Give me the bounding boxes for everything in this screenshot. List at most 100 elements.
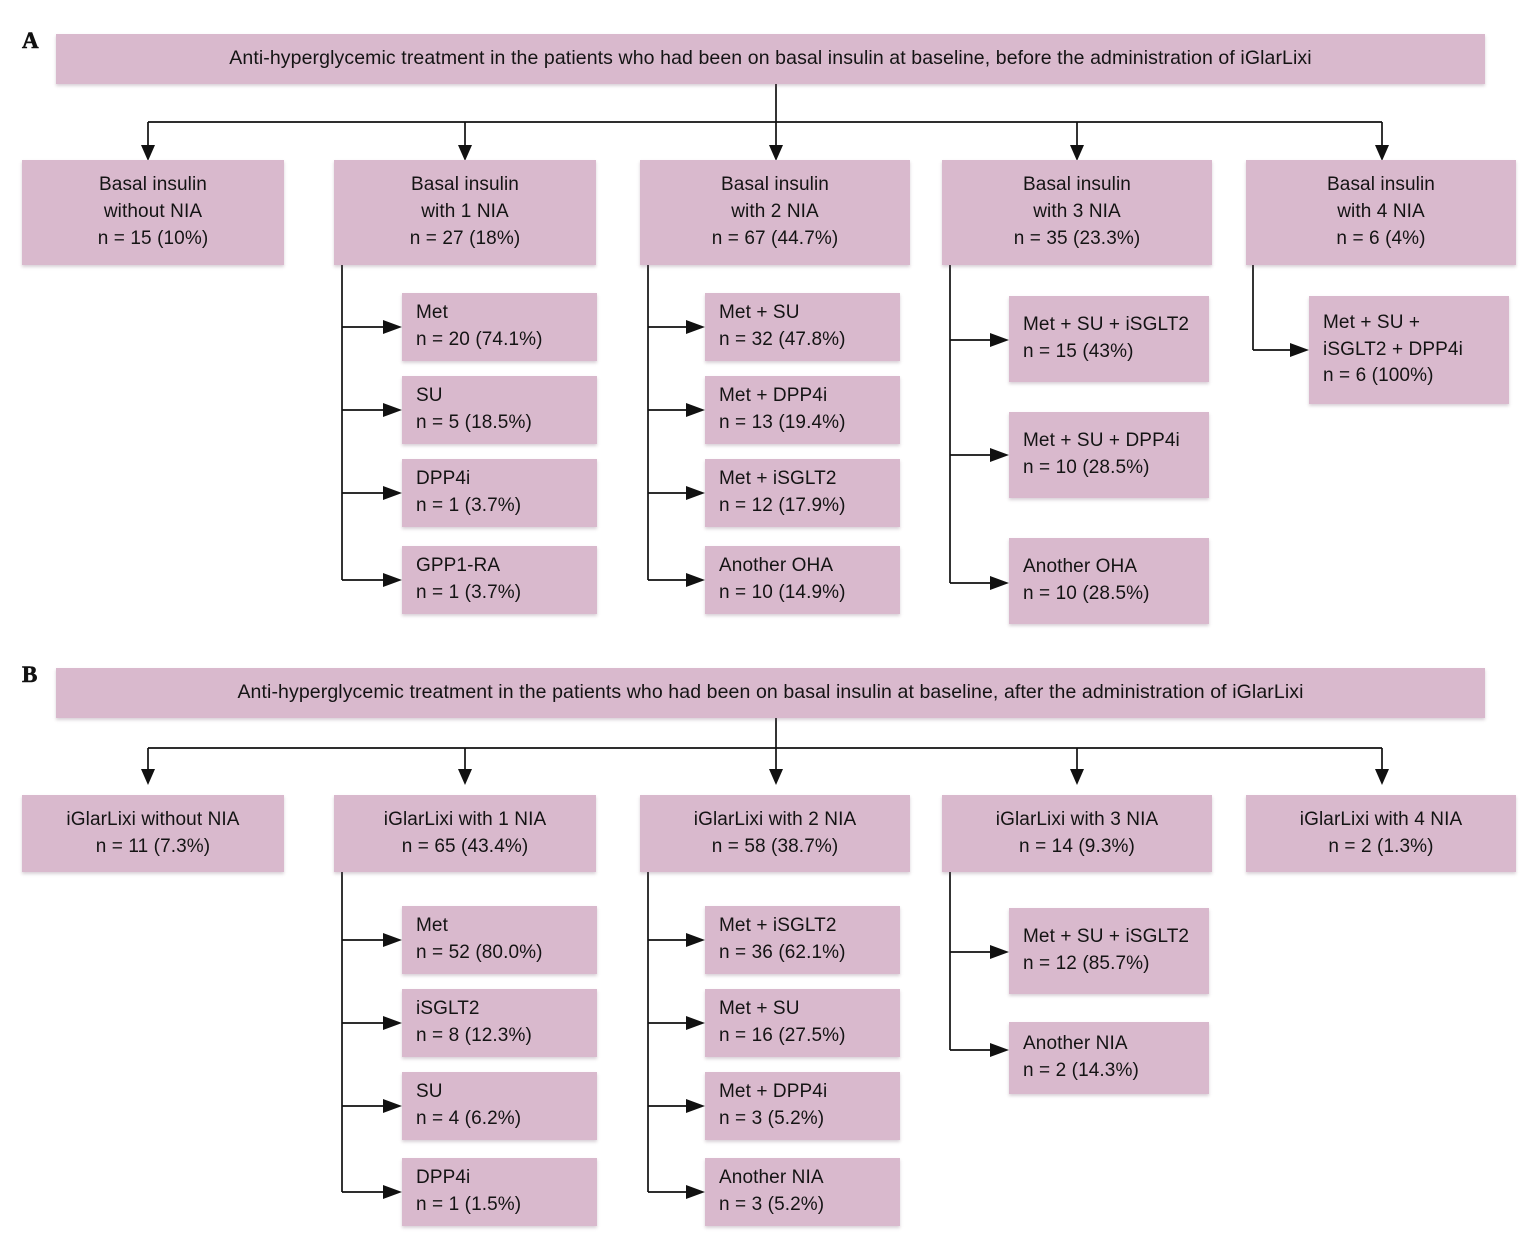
child-value: n = 52 (80.0%) <box>416 942 543 963</box>
panel-a-col-1-box: Basal insulin with 1 NIA n = 27 (18%) <box>334 160 596 265</box>
panel-b-col-1-child-2: SU n = 4 (6.2%) <box>402 1072 597 1140</box>
panel-b-col-2-child-1: Met + SU n = 16 (27.5%) <box>705 989 900 1057</box>
child-value: n = 4 (6.2%) <box>416 1108 522 1129</box>
child-label-2: iSGLT2 + DPP4i <box>1323 338 1463 360</box>
panel-a-col-1-child-0: Met n = 20 (74.1%) <box>402 293 597 361</box>
child-value: n = 10 (14.9%) <box>719 582 846 603</box>
box-line-3: n = 67 (44.7%) <box>711 227 839 249</box>
child-label: Met + SU + <box>1323 311 1421 333</box>
child-value: n = 10 (28.5%) <box>1023 457 1150 478</box>
box-line-1: Basal insulin <box>99 174 207 196</box>
box-line-2: with 4 NIA <box>1337 201 1425 223</box>
panel-a-col-2-child-1: Met + DPP4i n = 13 (19.4%) <box>705 376 900 444</box>
panel-a-col-1-child-3: GPP1-RA n = 1 (3.7%) <box>402 546 597 614</box>
panel-a-col-1-child-1: SU n = 5 (18.5%) <box>402 376 597 444</box>
panel-a-col-3-box: Basal insulin with 3 NIA n = 35 (23.3%) <box>942 160 1212 265</box>
child-label: Met + iSGLT2 <box>719 468 837 490</box>
child-value: n = 5 (18.5%) <box>416 412 532 433</box>
panel-a-col-3-child-2: Another OHA n = 10 (28.5%) <box>1009 538 1209 624</box>
panel-b-header: Anti-hyperglycemic treatment in the pati… <box>56 668 1485 718</box>
panel-b-col-3-box: iGlarLixi with 3 NIA n = 14 (9.3%) <box>942 795 1212 872</box>
panel-a-header: Anti-hyperglycemic treatment in the pati… <box>56 34 1485 84</box>
child-label: Met + iSGLT2 <box>719 915 837 937</box>
box-line-2: n = 14 (9.3%) <box>1019 835 1135 857</box>
panel-b-col-3-child-0: Met + SU + iSGLT2 n = 12 (85.7%) <box>1009 908 1209 994</box>
panel-a-col-0-box: Basal insulin without NIA n = 15 (10%) <box>22 160 284 265</box>
child-label: SU <box>416 1081 443 1103</box>
box-line-2: without NIA <box>103 201 203 223</box>
panel-b-col-1-child-0: Met n = 52 (80.0%) <box>402 906 597 974</box>
child-value: n = 36 (62.1%) <box>719 942 846 963</box>
child-value: n = 6 (100%) <box>1323 365 1434 387</box>
panel-b-col-2-child-0: Met + iSGLT2 n = 36 (62.1%) <box>705 906 900 974</box>
child-label: Another OHA <box>1023 556 1138 578</box>
box-line-2: with 2 NIA <box>731 201 819 223</box>
panel-letter-b: B <box>22 662 38 688</box>
panel-a-col-2-box: Basal insulin with 2 NIA n = 67 (44.7%) <box>640 160 910 265</box>
panel-b-col-4-box: iGlarLixi with 4 NIA n = 2 (1.3%) <box>1246 795 1516 872</box>
child-value: n = 20 (74.1%) <box>416 329 543 350</box>
box-line-1: Basal insulin <box>1327 174 1435 196</box>
panel-b-col-1-child-3: DPP4i n = 1 (1.5%) <box>402 1158 597 1226</box>
child-value: n = 16 (27.5%) <box>719 1025 846 1046</box>
box-line-2: n = 65 (43.4%) <box>401 835 529 857</box>
panel-a-col-3-child-0: Met + SU + iSGLT2 n = 15 (43%) <box>1009 296 1209 382</box>
child-label: Another NIA <box>1023 1033 1128 1055</box>
box-line-1: Basal insulin <box>721 174 829 196</box>
box-line-1: iGlarLixi with 4 NIA <box>1299 808 1463 830</box>
box-line-2: with 3 NIA <box>1033 201 1121 223</box>
child-label: Met + DPP4i <box>719 385 828 407</box>
child-label: Met <box>416 302 448 324</box>
box-line-1: Basal insulin <box>411 174 519 196</box>
box-line-1: Basal insulin <box>1023 174 1131 196</box>
child-value: n = 3 (5.2%) <box>719 1108 825 1129</box>
child-label: Met <box>416 915 448 937</box>
child-label: Met + SU <box>719 998 800 1020</box>
panel-letter-a: A <box>22 28 39 54</box>
child-label: Met + SU + iSGLT2 <box>1023 926 1190 948</box>
child-value: n = 8 (12.3%) <box>416 1025 532 1046</box>
panel-b-col-2-box: iGlarLixi with 2 NIA n = 58 (38.7%) <box>640 795 910 872</box>
child-value: n = 15 (43%) <box>1023 341 1134 362</box>
child-label: DPP4i <box>416 1167 471 1189</box>
box-line-1: iGlarLixi with 1 NIA <box>383 808 547 830</box>
panel-b-col-1-box: iGlarLixi with 1 NIA n = 65 (43.4%) <box>334 795 596 872</box>
box-line-3: n = 27 (18%) <box>409 227 521 249</box>
child-value: n = 32 (47.8%) <box>719 329 846 350</box>
child-value: n = 12 (85.7%) <box>1023 953 1150 974</box>
box-line-2: with 1 NIA <box>421 201 509 223</box>
panel-b-col-2-child-2: Met + DPP4i n = 3 (5.2%) <box>705 1072 900 1140</box>
panel-a-col-4-box: Basal insulin with 4 NIA n = 6 (4%) <box>1246 160 1516 265</box>
panel-a-col-1-child-2: DPP4i n = 1 (3.7%) <box>402 459 597 527</box>
panel-a-col-3-child-1: Met + SU + DPP4i n = 10 (28.5%) <box>1009 412 1209 498</box>
panel-a-header-text: Anti-hyperglycemic treatment in the pati… <box>229 47 1312 70</box>
panel-b-col-3-child-1: Another NIA n = 2 (14.3%) <box>1009 1022 1209 1094</box>
child-label: DPP4i <box>416 468 471 490</box>
child-label: Met + SU <box>719 302 800 324</box>
child-value: n = 1 (3.7%) <box>416 582 522 603</box>
child-value: n = 13 (19.4%) <box>719 412 846 433</box>
box-line-2: n = 58 (38.7%) <box>711 835 839 857</box>
child-value: n = 1 (3.7%) <box>416 495 522 516</box>
box-line-3: n = 35 (23.3%) <box>1013 227 1141 249</box>
panel-a-col-2-child-2: Met + iSGLT2 n = 12 (17.9%) <box>705 459 900 527</box>
child-value: n = 3 (5.2%) <box>719 1194 825 1215</box>
box-line-1: iGlarLixi with 2 NIA <box>693 808 857 830</box>
panel-b-col-0-box: iGlarLixi without NIA n = 11 (7.3%) <box>22 795 284 872</box>
child-label: GPP1-RA <box>416 555 501 577</box>
box-line-2: n = 11 (7.3%) <box>95 835 211 857</box>
child-value: n = 10 (28.5%) <box>1023 583 1150 604</box>
panel-b-header-text: Anti-hyperglycemic treatment in the pati… <box>237 681 1304 704</box>
child-label: Met + SU + iSGLT2 <box>1023 314 1190 336</box>
child-label: Another NIA <box>719 1167 824 1189</box>
panel-a-col-2-child-0: Met + SU n = 32 (47.8%) <box>705 293 900 361</box>
child-value: n = 2 (14.3%) <box>1023 1060 1139 1081</box>
box-line-3: n = 6 (4%) <box>1336 227 1426 249</box>
child-label: Met + DPP4i <box>719 1081 828 1103</box>
box-line-2: n = 2 (1.3%) <box>1328 835 1434 857</box>
child-value: n = 12 (17.9%) <box>719 495 846 516</box>
panel-a-col-2-child-3: Another OHA n = 10 (14.9%) <box>705 546 900 614</box>
child-label: SU <box>416 385 443 407</box>
panel-b-col-1-child-1: iSGLT2 n = 8 (12.3%) <box>402 989 597 1057</box>
